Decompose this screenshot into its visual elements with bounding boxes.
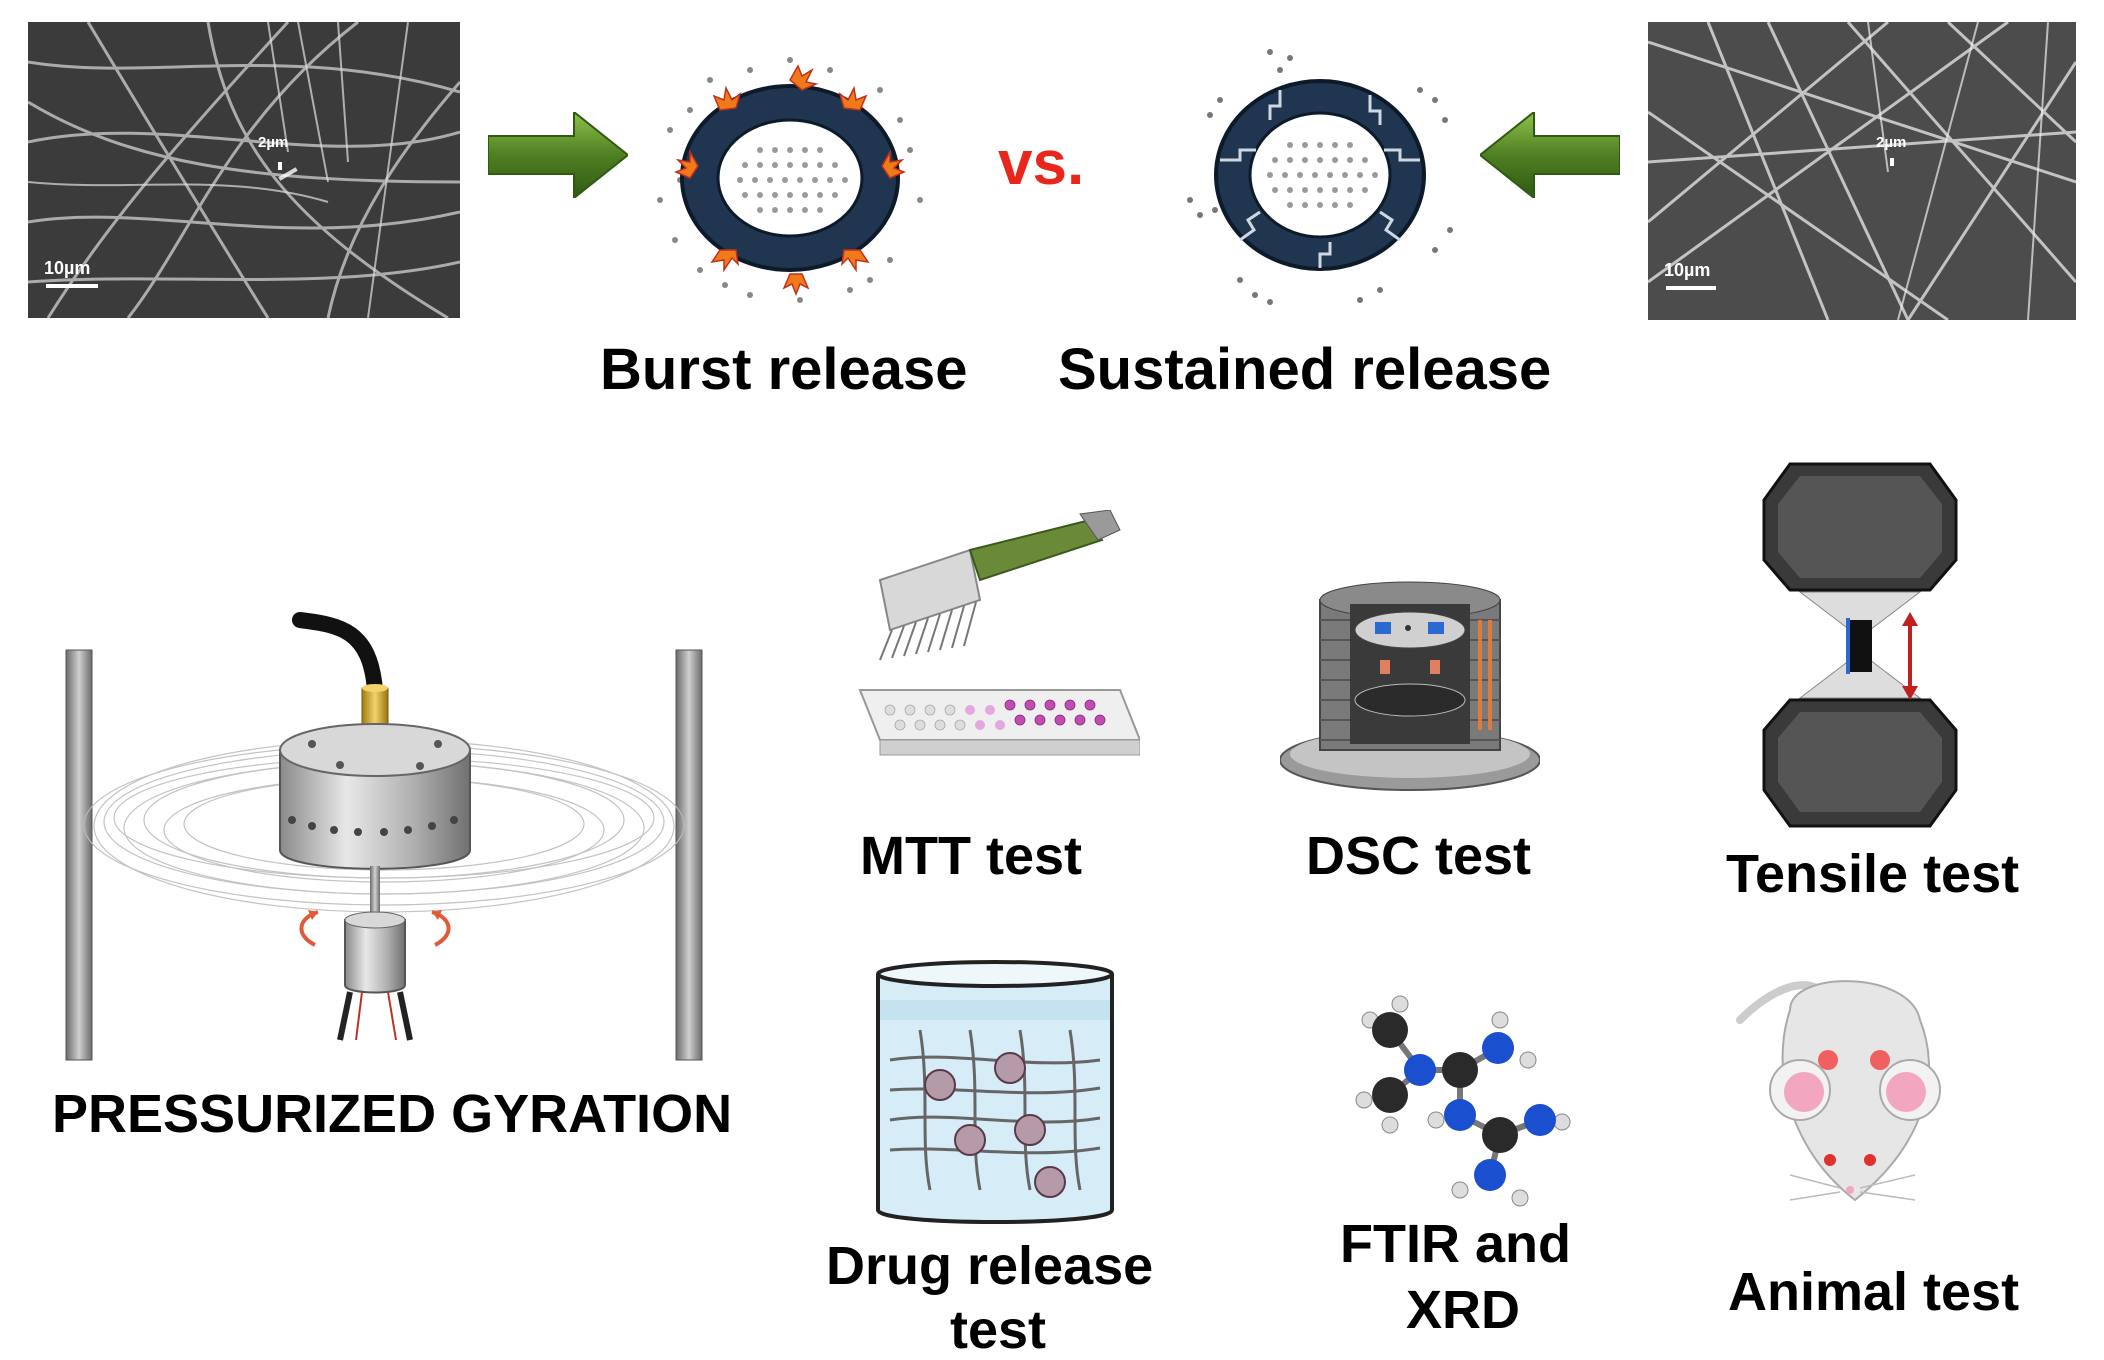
pressurized-gyration-label: PRESSURIZED GYRATION [52,1084,733,1144]
drug-release-beaker-icon [876,960,1114,1224]
sem-image-left: 10µm 2µm [28,22,460,318]
dsc-test-label: DSC test [1306,826,1532,886]
arrow-left-icon [1480,112,1620,198]
pressurized-gyration-apparatus-icon [65,612,703,1061]
drug-release-label-line1: Drug release [826,1236,1154,1296]
molecule-icon [1355,995,1571,1207]
sem-image-right: 10µm 2µm [1648,22,2076,320]
scale-bar-label-main: 10µm [44,258,91,278]
animal-test-label: Animal test [1728,1262,2020,1322]
tensile-tester-icon [1762,462,1958,828]
tensile-test-label: Tensile test [1726,844,2020,904]
burst-release-label: Burst release [600,337,968,402]
scale-bar-label-inset: 2µm [1876,134,1907,151]
ftir-label-line1: FTIR and [1340,1214,1571,1274]
scale-bar-label-inset: 2µm [258,134,289,151]
mouse-icon [1736,980,1941,1202]
dsc-instrument-icon [1280,581,1540,791]
drug-release-label-line2: test [950,1300,1047,1360]
mtt-pipette-plate-icon [858,510,1140,756]
sustained-release-fiber-icon [1187,49,1453,305]
sustained-release-label: Sustained release [1058,337,1552,402]
arrow-right-icon [488,112,628,198]
mtt-test-label: MTT test [860,826,1082,886]
vs-label: vs. [998,129,1085,198]
ftir-label-line2: XRD [1406,1280,1521,1340]
burst-release-fiber-icon [657,57,923,303]
scale-bar-label-main: 10µm [1664,260,1711,280]
